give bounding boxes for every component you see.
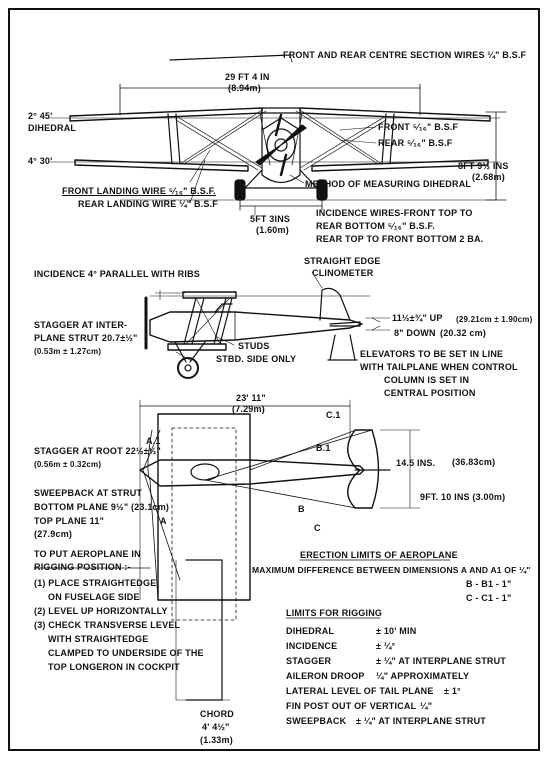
elevators-line-1: ELEVATORS TO BE SET IN LINE: [360, 349, 504, 359]
limit-value-sweepback: ± ¼" AT INTERPLANE STRUT: [356, 716, 487, 726]
span-m-label: (8.94m): [228, 83, 261, 93]
stagger-root-line-2: (0.56m ± 0.32cm): [34, 460, 102, 469]
track-m-label: (1.60m): [256, 225, 289, 235]
limit-label-dihedral: DIHEDRAL: [286, 626, 335, 636]
sweepback-line-1: SWEEPBACK AT STRUT: [34, 488, 143, 498]
rigging-step-1b: ON FUSELAGE SIDE: [48, 592, 140, 602]
limit-label-incidence: INCIDENCE: [286, 641, 338, 651]
front-wire-label: FRONT ⁵⁄₁₆" B.S.F: [378, 122, 459, 132]
limit-label-tail-plane: LATERAL LEVEL OF TAIL PLANE: [286, 686, 434, 696]
limit-value-dihedral: ± 10' MIN: [376, 626, 417, 636]
rigging-step-2: (2) LEVEL UP HORIZONTALLY: [34, 606, 168, 616]
elevators-line-4: CENTRAL POSITION: [384, 388, 476, 398]
rigging-step-3d: TOP LONGERON IN COCKPIT: [48, 662, 180, 672]
dimension-c-label: C: [314, 523, 321, 533]
incidence-wires-line-1: INCIDENCE WIRES-FRONT TOP TO: [316, 208, 473, 218]
clinometer-label: CLINOMETER: [312, 268, 374, 278]
page-border: [8, 8, 540, 751]
dihedral-angle-label: 2° 45': [28, 111, 53, 121]
studs-label: STUDS: [238, 341, 270, 351]
stbd-side-only-label: STBD. SIDE ONLY: [216, 354, 297, 364]
rigging-step-3c: CLAMPED TO UNDERSIDE OF THE: [48, 648, 204, 658]
stagger-interplane-line-2: PLANE STRUT 20.7±½": [34, 333, 138, 343]
erection-limits-title: ERECTION LIMITS OF AEROPLANE: [300, 550, 458, 560]
limit-label-stagger: STAGGER: [286, 656, 332, 666]
dimension-b-label: B: [298, 504, 305, 514]
limit-value-tail-plane: ± 1°: [444, 686, 461, 696]
limit-value-incidence: ± ¼°: [376, 641, 396, 651]
front-view-drawing: [49, 54, 507, 216]
rigging-title-line-2: RIGGING POSITION :-: [34, 562, 131, 572]
sweepback-line-2: BOTTOM PLANE 9½" (23.1cm): [34, 502, 170, 512]
dimension-c1-label: C.1: [326, 410, 341, 420]
erection-limits-row-3: C - C1 - 1": [466, 593, 512, 603]
limit-label-aileron-droop: AILERON DROOP: [286, 671, 365, 681]
limit-value-fin-post: ¼": [420, 701, 433, 711]
straight-edge-label: STRAIGHT EDGE: [304, 256, 381, 266]
dimension-a1-label: A.1: [146, 436, 161, 446]
dihedral-label: DIHEDRAL: [28, 123, 77, 133]
track-ft-label: 5FT 3INS: [250, 214, 291, 224]
chord-value-label: 4' 4½": [202, 722, 230, 732]
incidence-wires-line-2: REAR BOTTOM ⁵⁄₁₆" B.S.F.: [316, 221, 435, 231]
stagger-interplane-line-1: STAGGER AT INTER-: [34, 320, 128, 330]
rigging-step-1a: (1) PLACE STRAIGHTEDGE: [34, 578, 157, 588]
incidence-wires-line-3: REAR TOP TO FRONT BOTTOM 2 BA.: [316, 234, 484, 244]
stagger-interplane-line-3: (0.53m ± 1.27cm): [34, 347, 102, 356]
side-view-drawing: [144, 271, 391, 379]
rigging-title-line-1: TO PUT AEROPLANE IN: [34, 549, 141, 559]
elevator-up-cm-label: (29.21cm ± 1.90cm): [456, 315, 533, 324]
front-landing-wire-label: FRONT LANDING WIRE ⁵⁄₁₆" B.S.F.: [62, 186, 217, 196]
chord-label: CHORD: [200, 709, 234, 719]
rigging-step-3a: (3) CHECK TRANSVERSE LEVEL: [34, 620, 181, 630]
top-plane-line-1: TOP PLANE 11": [34, 516, 105, 526]
elevator-down-label: 8" DOWN: [394, 328, 436, 338]
stagger-root-line-1: STAGGER AT ROOT 22½±½": [34, 446, 161, 456]
limit-label-fin-post: FIN POST OUT OF VERTICAL: [286, 701, 417, 711]
length-m-label: (7.29m): [232, 404, 265, 414]
limit-label-sweepback: SWEEPBACK: [286, 716, 347, 726]
plan-view-drawing: [139, 399, 421, 701]
lower-angle-label: 4° 30': [28, 156, 53, 166]
elevator-down-cm-label: (20.32 cm): [440, 328, 487, 338]
limit-value-aileron-droop: ¼" APPROXIMATELY: [376, 671, 470, 681]
limit-value-stagger: ± ¼" AT INTERPLANE STRUT: [376, 656, 507, 666]
erection-limits-row-1: MAXIMUM DIFFERENCE BETWEEN DIMENSIONS A …: [252, 565, 531, 575]
method-dihedral-label: METHOD OF MEASURING DIHEDRAL: [305, 179, 472, 189]
span-ft-label: 29 FT 4 IN: [225, 72, 270, 82]
chord-m-label: (1.33m): [200, 735, 233, 745]
limits-for-rigging-title: LIMITS FOR RIGGING: [286, 608, 383, 618]
tail-cm-label: (36.83cm): [452, 457, 496, 467]
dimension-b1-label: B.1: [316, 443, 331, 453]
height-m-label: (2.68m): [472, 172, 505, 182]
incidence-label: INCIDENCE 4° PARALLEL WITH RIBS: [34, 269, 200, 279]
rear-wire-label: REAR ⁵⁄₁₆" B.S.F: [378, 138, 453, 148]
elevators-line-3: COLUMN IS SET IN: [384, 375, 470, 385]
rigging-step-3b: WITH STRAIGHTEDGE: [48, 634, 149, 644]
top-plane-line-2: (27.9cm): [34, 529, 73, 539]
dimension-a-label: A: [160, 516, 167, 526]
erection-limits-row-2: B - B1 - 1": [466, 579, 512, 589]
centre-section-wires-label: FRONT AND REAR CENTRE SECTION WIRES ¼" B…: [283, 50, 527, 60]
elevator-up-label: 11½±¾" UP: [392, 313, 443, 323]
elevators-line-2: WITH TAILPLANE WHEN CONTROL: [360, 362, 518, 372]
length-ft-label: 23' 11": [236, 393, 266, 403]
tail-length-label: 9FT. 10 INS (3.00m): [420, 492, 506, 502]
height-ft-label: 8FT 9½ INS: [458, 161, 509, 171]
tail-ins-label: 14.5 INS.: [396, 458, 436, 468]
rear-landing-wire-label: REAR LANDING WIRE ¼" B.S.F: [78, 199, 218, 209]
